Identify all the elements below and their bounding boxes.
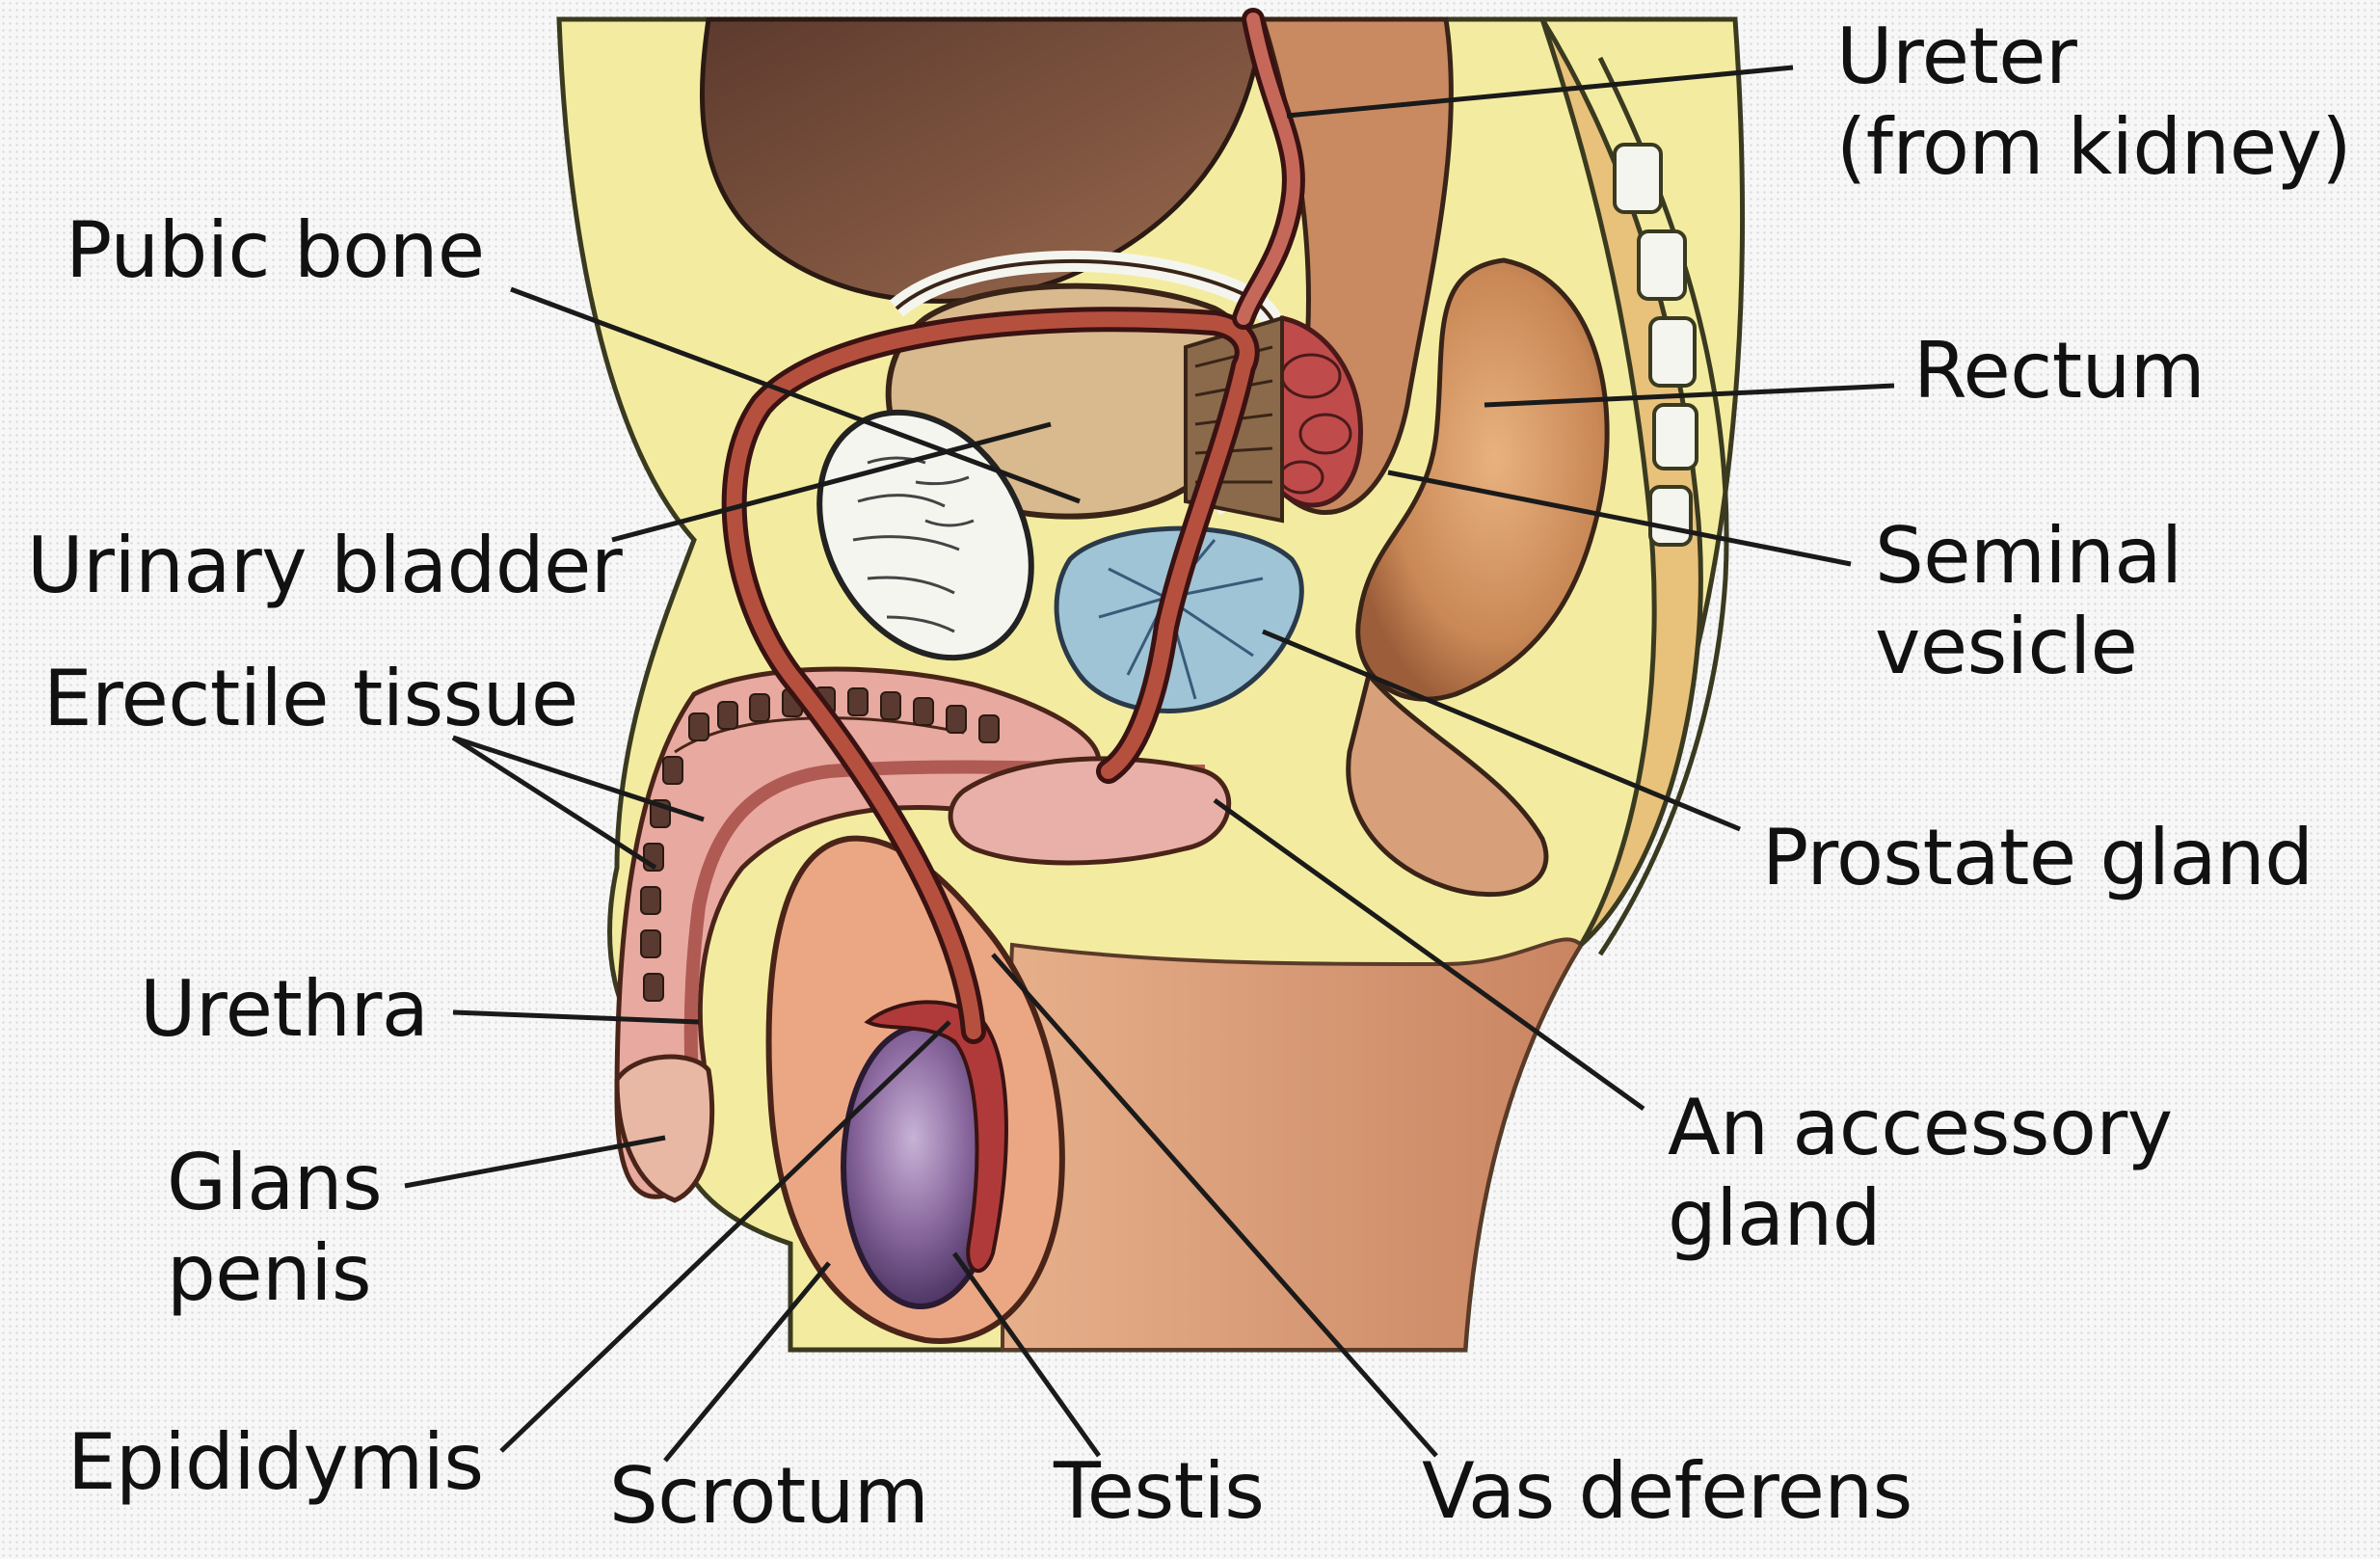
leader-erectile-tissue-2: [451, 735, 657, 871]
label-scrotum-text: Scrotum: [609, 1451, 929, 1541]
label-vas-deferens: Vas deferens: [1422, 1446, 1912, 1537]
rectum-shape: [1355, 257, 1610, 702]
leader-rectum: [1484, 383, 1895, 408]
leader-urinary-bladder: [611, 421, 1052, 543]
label-testis-text: Testis: [1054, 1446, 1265, 1536]
label-erectile-tissue: Erectile tissue: [43, 654, 578, 744]
label-accessory-gland-line2: gland: [1668, 1173, 1882, 1264]
leader-prostate-gland: [1262, 629, 1741, 832]
label-seminal-vesicle: Seminal vesicle: [1875, 511, 2182, 693]
accessory-gland-shape: [948, 756, 1232, 866]
label-vas-deferens-text: Vas deferens: [1422, 1446, 1912, 1536]
label-epididymis-text: Epididymis: [67, 1417, 484, 1507]
leader-seminal-vesicle: [1387, 470, 1852, 567]
label-seminal-vesicle-line2: vesicle: [1875, 602, 2138, 692]
label-urinary-bladder: Urinary bladder: [27, 521, 623, 611]
label-urinary-bladder-text: Urinary bladder: [27, 521, 623, 610]
label-seminal-vesicle-line1: Seminal: [1875, 511, 2182, 601]
label-rectum: Rectum: [1913, 326, 2206, 417]
leader-urethra: [452, 1009, 700, 1025]
label-urethra: Urethra: [140, 964, 429, 1055]
label-pubic-bone: Pubic bone: [66, 205, 485, 296]
leader-testis: [951, 1251, 1102, 1458]
label-ureter: Ureter (from kidney): [1836, 12, 2352, 194]
label-glans-penis: Glans penis: [167, 1138, 383, 1320]
label-urethra-text: Urethra: [140, 964, 429, 1054]
label-glans-penis-line1: Glans: [167, 1138, 383, 1227]
label-glans-penis-line2: penis: [167, 1228, 372, 1319]
anal-canal: [1346, 669, 1549, 898]
label-ureter-line2: (from kidney): [1836, 102, 2352, 193]
leader-erectile-tissue-1: [452, 735, 705, 822]
label-accessory-gland-line1: An accessory: [1668, 1083, 2173, 1172]
leader-accessory-gland: [1213, 797, 1645, 1112]
label-epididymis: Epididymis: [67, 1417, 484, 1508]
leader-lines: [404, 65, 1895, 1463]
ducts: [721, 8, 1305, 1044]
leader-vas-deferens: [991, 953, 1438, 1458]
label-scrotum: Scrotum: [609, 1451, 929, 1542]
label-prostate-gland-text: Prostate gland: [1762, 813, 2313, 902]
label-accessory-gland: An accessory gland: [1668, 1083, 2173, 1265]
label-erectile-tissue-text: Erectile tissue: [43, 654, 578, 743]
label-ureter-line1: Ureter: [1836, 12, 2077, 101]
leader-epididymis: [499, 1020, 951, 1453]
leader-ureter: [1286, 65, 1794, 119]
label-rectum-text: Rectum: [1913, 326, 2206, 416]
label-prostate-gland: Prostate gland: [1762, 813, 2313, 903]
leader-pubic-bone: [510, 286, 1081, 504]
label-testis: Testis: [1054, 1446, 1265, 1537]
leader-scrotum: [663, 1261, 831, 1463]
pubic-bone-shape: [816, 409, 1034, 661]
leader-glans-penis: [404, 1135, 666, 1189]
label-pubic-bone-text: Pubic bone: [66, 205, 485, 295]
